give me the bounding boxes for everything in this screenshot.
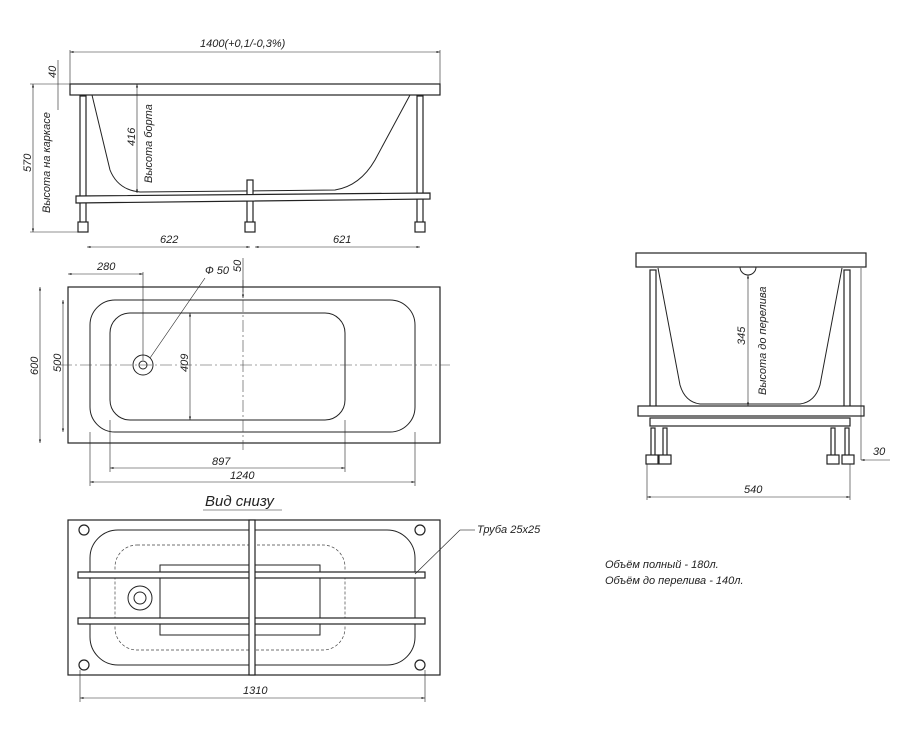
leg-spacing-left: 622 xyxy=(160,234,178,246)
pipe-label: Труба 25х25 xyxy=(477,524,541,536)
overflow-height-label: Высота до перелива xyxy=(757,287,769,396)
frame-bar xyxy=(75,192,431,204)
drain-rim-dim: 50 xyxy=(232,259,244,272)
note-overflow-volume: Объём до перелива - 140л. xyxy=(605,575,744,587)
note-full-volume: Объём полный - 180л. xyxy=(605,559,719,571)
foot-offset-dim: 30 xyxy=(873,446,886,458)
inner-width-dim: 500 xyxy=(52,353,64,372)
legs xyxy=(77,95,426,233)
drain-diameter-dim: Ф 50 xyxy=(205,265,230,277)
volume-notes: Объём полный - 180л. Объём до перелива -… xyxy=(605,559,744,587)
pipe-bar xyxy=(248,519,256,676)
frame-height-label: Высота на каркасе xyxy=(41,112,53,213)
end-view: 345 Высота до перелива 30 540 xyxy=(635,252,890,500)
frame-height-dim: 570 xyxy=(22,153,34,172)
inner-length-dim: 1240 xyxy=(230,470,255,482)
bottom-length-dim: 897 xyxy=(212,456,231,468)
bottom-width-dim: 409 xyxy=(179,354,191,372)
length-dim: 1400(+0,1/-0,3%) xyxy=(200,38,286,50)
tub-body xyxy=(91,94,411,193)
drain-icon xyxy=(127,585,153,611)
drain-offset-dim: 280 xyxy=(96,261,116,273)
frame-width-dim: 540 xyxy=(744,484,763,496)
frame-length-dim: 1310 xyxy=(243,685,268,697)
overflow-height-dim: 345 xyxy=(736,326,748,345)
side-view: 1400(+0,1/-0,3%) 40 570 Высота на каркас… xyxy=(22,38,441,249)
side-height-dim: 416 xyxy=(126,127,138,146)
leg-spacing-right: 621 xyxy=(333,234,351,246)
bottom-view: Вид снизу Труба 25х25 1310 xyxy=(67,493,541,702)
side-height-label: Высота борта xyxy=(143,104,155,183)
width-dim: 600 xyxy=(29,356,41,375)
tub-rim xyxy=(69,83,441,96)
bottom-view-title: Вид снизу xyxy=(205,493,275,510)
plan-view: 600 500 280 Ф 50 50 409 897 1240 xyxy=(29,258,450,486)
rim-dim: 40 xyxy=(47,65,59,78)
